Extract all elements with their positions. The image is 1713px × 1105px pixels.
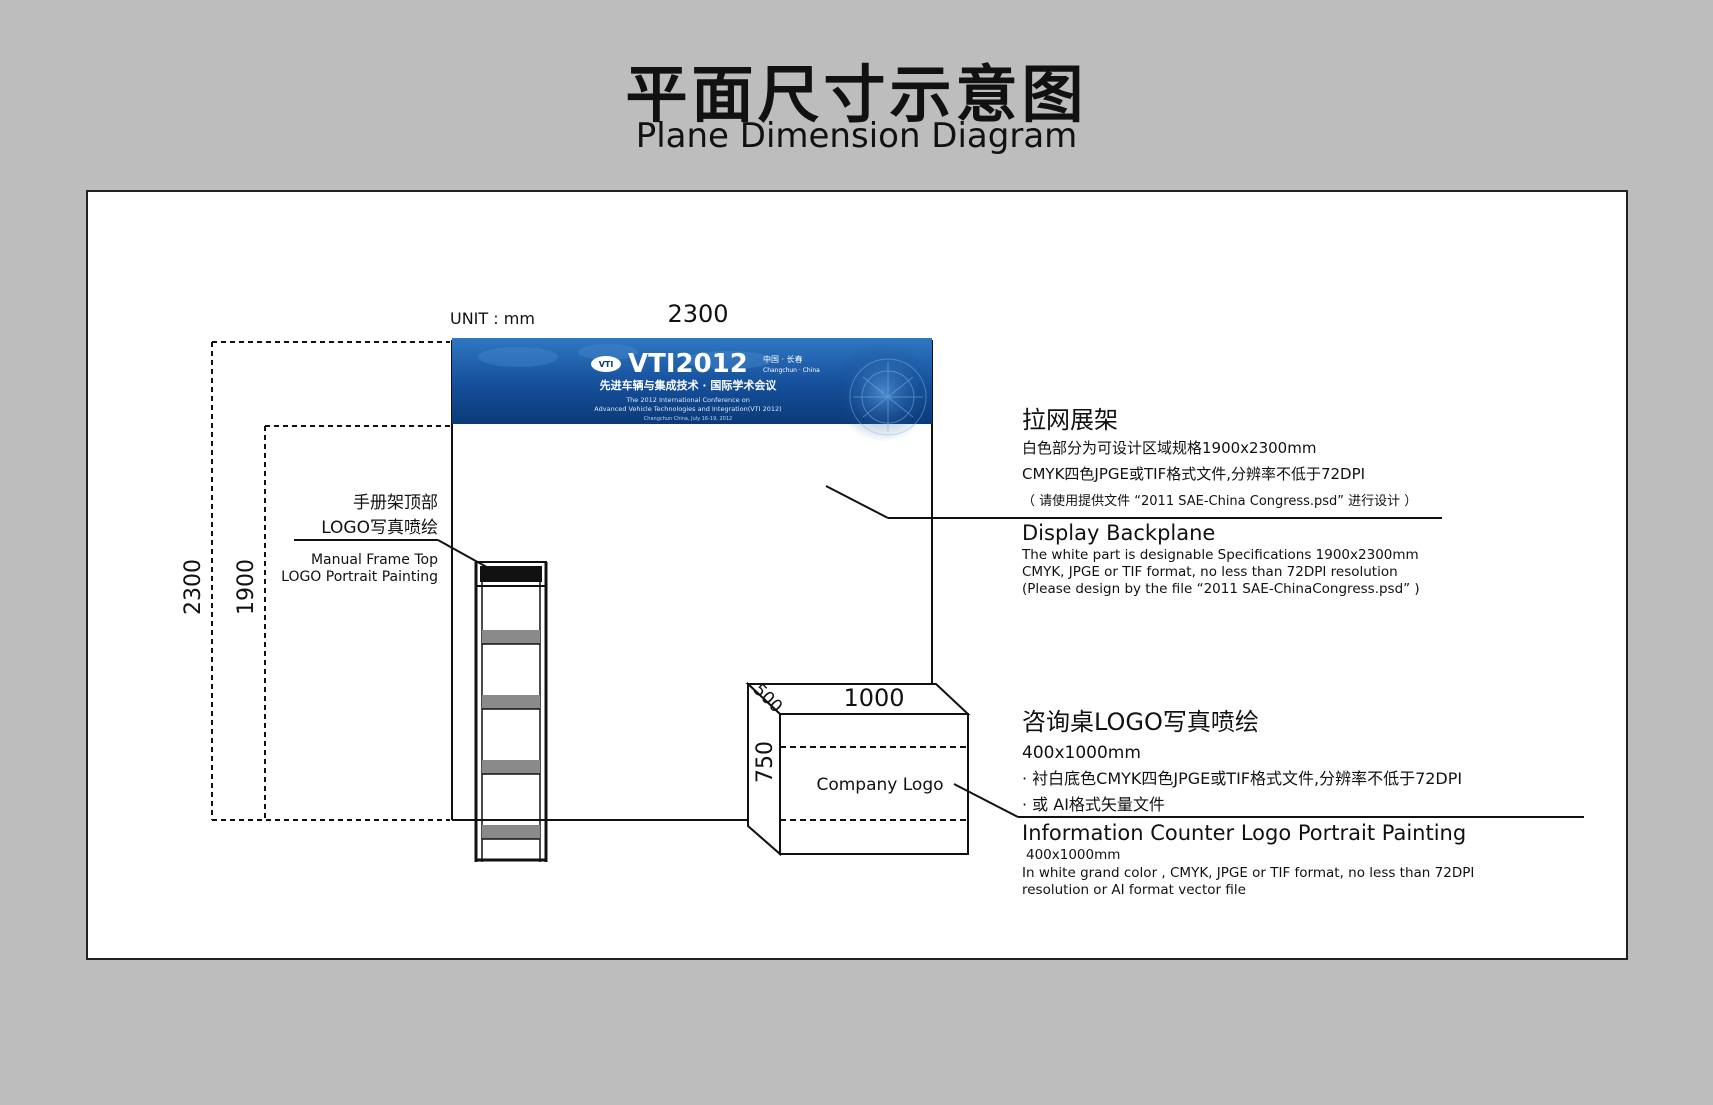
vti-badge-icon <box>591 356 621 372</box>
counter-zh-line1: · 衬白底色CMYK四色JPGE或TIF格式文件,分辨率不低于72DPI <box>1022 769 1462 788</box>
counter-width-label: 1000 <box>843 684 904 712</box>
backplane-en-line3: (Please design by the file “2011 SAE-Chi… <box>1022 581 1420 597</box>
banner-line1: The 2012 International Conference on <box>625 396 750 404</box>
backplane-en-line2: CMYK, JPGE or TIF format, no less than 7… <box>1022 564 1398 580</box>
counter-en-size: 400x1000mm <box>1026 847 1120 863</box>
rack-callout-en-line1: Manual Frame Top <box>311 552 438 568</box>
manual-rack <box>474 561 548 862</box>
width-label: 2300 <box>667 300 728 328</box>
banner-subtitle-zh: 先进车辆与集成技术 · 国际学术会议 <box>600 378 778 392</box>
banner-line3: Changchun China, July 16-19, 2012 <box>644 416 732 422</box>
backplane-zh-line2: CMYK四色JPGE或TIF格式文件,分辨率不低于72DPI <box>1022 465 1365 483</box>
backplane-zh-title: 拉网展架 <box>1022 406 1118 434</box>
rack-top-logo-panel <box>480 566 542 582</box>
height-inner-label: 1900 <box>234 559 259 615</box>
rack-callout-zh-line1: 手册架顶部 <box>353 493 438 513</box>
diagram-canvas: 2300 1900 UNIT : mm 2300 VTI <box>86 190 1628 960</box>
backplane-zh-line1: 白色部分为可设计区域规格1900x2300mm <box>1022 439 1316 457</box>
banner-location-zh: 中国 · 长春 <box>763 354 803 364</box>
vti2012-banner: VTI VTI2012 中国 · 长春 Changchun · China 先进… <box>452 338 933 442</box>
page-title-en: Plane Dimension Diagram <box>635 116 1078 156</box>
height-outer-label: 2300 <box>181 559 206 615</box>
counter-en-line1: In white grand color , CMYK, JPGE or TIF… <box>1022 865 1474 881</box>
banner-location-en: Changchun · China <box>763 367 820 374</box>
counter-height-label: 750 <box>753 741 778 783</box>
backplane-en-line1: The white part is designable Specificati… <box>1021 547 1419 563</box>
backplane-en-title: Display Backplane <box>1022 521 1215 545</box>
counter-en-title: Information Counter Logo Portrait Painti… <box>1022 821 1466 845</box>
diagram-svg: 2300 1900 UNIT : mm 2300 VTI <box>181 300 1584 898</box>
rack-callout-zh-line2: LOGO写真喷绘 <box>321 518 438 538</box>
counter-zh-title: 咨询桌LOGO写真喷绘 <box>1022 708 1259 736</box>
counter-logo-label: Company Logo <box>816 775 943 795</box>
rack-leader-diagonal <box>437 539 493 571</box>
information-counter <box>745 681 971 857</box>
unit-label: UNIT : mm <box>450 309 535 328</box>
counter-en-line2: resolution or AI format vector file <box>1022 882 1246 898</box>
page-title-zh: 平面尺寸示意图 <box>625 58 1088 131</box>
rack-shelves <box>482 630 540 839</box>
banner-logo-text: VTI2012 <box>628 349 748 379</box>
backplane-leader-diagonal <box>825 485 889 519</box>
banner-line2: Advanced Vehicle Technologies and Integr… <box>594 405 781 413</box>
counter-leader-diagonal <box>953 783 1019 818</box>
backplane-zh-line3: （ 请使用提供文件 “2011 SAE-China Congress.psd” … <box>1022 493 1417 509</box>
counter-zh-size: 400x1000mm <box>1022 743 1141 763</box>
rack-callout-en-line2: LOGO Portrait Painting <box>281 569 438 585</box>
counter-zh-line2: · 或 AI格式矢量文件 <box>1022 795 1165 814</box>
banner-badge: VTI <box>599 360 614 369</box>
height-dimension-guides <box>211 341 450 821</box>
